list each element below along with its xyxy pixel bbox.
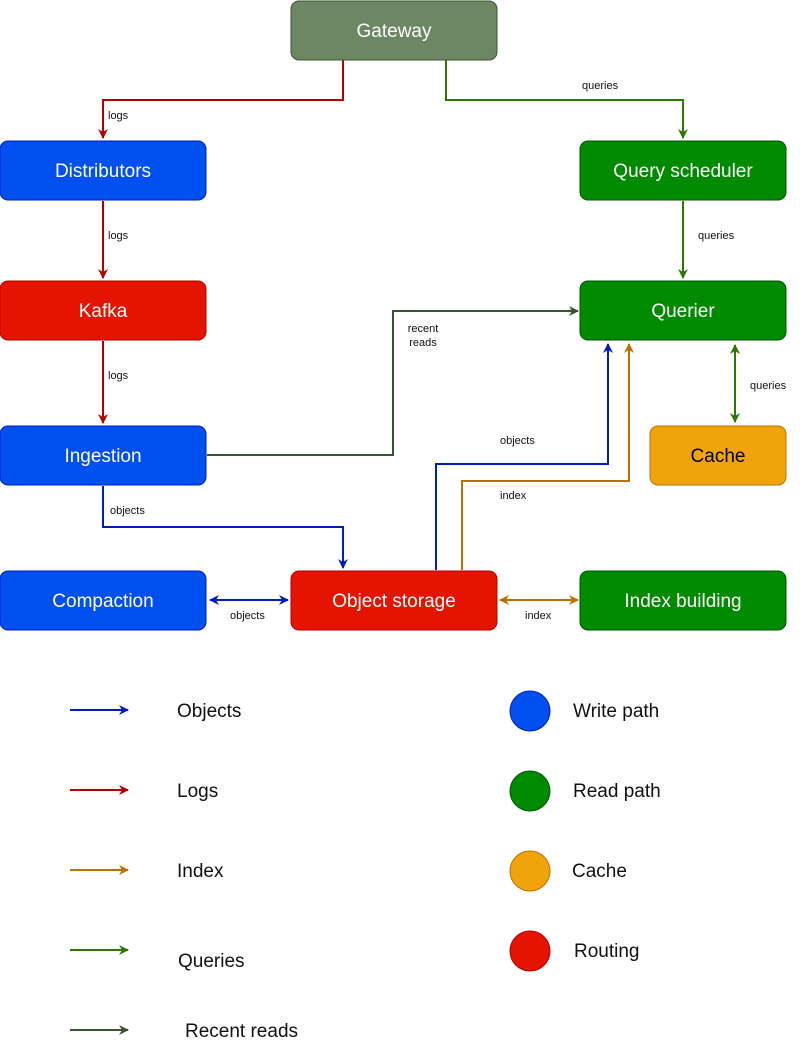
node-cache: Cache <box>649 425 787 486</box>
legend-write-path-dot <box>509 690 551 732</box>
node-compaction: Compaction <box>0 570 207 631</box>
node-distributors-label: Distributors <box>55 161 151 182</box>
edge-label-object-storage-index-building: index <box>525 610 552 622</box>
edge-label-gateway-distributors: logs <box>108 110 129 122</box>
nodes: Gateway Distributors Query scheduler Kaf… <box>0 0 787 631</box>
legend: Objects Logs Index Queries Recent reads … <box>70 690 661 1042</box>
edge-label-recent-reads-line2: reads <box>409 337 437 349</box>
edge-gateway-query-scheduler <box>445 60 688 139</box>
legend-logs-label: Logs <box>177 781 218 802</box>
legend-cache-dot <box>509 850 551 892</box>
node-ingestion-label: Ingestion <box>64 446 141 467</box>
node-gateway-label: Gateway <box>357 21 432 42</box>
edge-ingestion-object-storage <box>102 486 348 569</box>
node-object-storage-label: Object storage <box>332 591 456 612</box>
edge-label-ingestion-object-storage: objects <box>110 505 145 517</box>
edge-label-kafka-ingestion: logs <box>108 370 129 382</box>
legend-write-path-label: Write path <box>573 701 659 722</box>
edge-labels: logs queries logs queries logs recent re… <box>105 77 792 622</box>
edge-label-query-scheduler-querier: queries <box>698 230 735 242</box>
edge-label-distributors-kafka: logs <box>108 230 129 242</box>
edge-label-gateway-query-scheduler: queries <box>582 80 619 92</box>
node-ingestion: Ingestion <box>0 425 207 486</box>
legend-routing-dot <box>509 930 551 972</box>
edge-storage-querier-index <box>461 343 634 570</box>
legend-objects-label: Objects <box>177 701 241 722</box>
node-kafka-label: Kafka <box>79 301 128 322</box>
node-kafka: Kafka <box>0 280 207 341</box>
legend-read-path-dot <box>509 770 551 812</box>
node-query-scheduler-label: Query scheduler <box>613 161 753 182</box>
node-object-storage: Object storage <box>290 570 498 631</box>
edge-label-recent-reads-line1: recent <box>408 323 439 335</box>
legend-index-label: Index <box>177 861 224 882</box>
legend-queries-label: Queries <box>178 951 245 972</box>
edge-label-compaction-object-storage: objects <box>230 610 265 622</box>
edge-storage-querier-objects <box>435 343 613 570</box>
edge-ingestion-querier-recent-reads <box>207 306 579 456</box>
node-querier: Querier <box>579 280 787 341</box>
node-compaction-label: Compaction <box>52 591 153 612</box>
node-index-building: Index building <box>579 570 787 631</box>
legend-arrows <box>70 705 129 1035</box>
edge-label-storage-querier-index: index <box>500 490 527 502</box>
node-distributors: Distributors <box>0 140 207 201</box>
node-cache-label: Cache <box>691 446 746 467</box>
node-index-building-label: Index building <box>624 591 741 612</box>
node-query-scheduler: Query scheduler <box>579 140 787 201</box>
edge-label-querier-cache: queries <box>750 380 787 392</box>
edge-label-storage-querier-objects: objects <box>500 435 535 447</box>
legend-cache-label: Cache <box>572 861 627 882</box>
node-gateway: Gateway <box>290 0 498 61</box>
edges <box>98 60 740 605</box>
node-querier-label: Querier <box>651 301 715 322</box>
legend-routing-label: Routing <box>574 941 640 962</box>
legend-read-path-label: Read path <box>573 781 661 802</box>
edge-gateway-distributors <box>98 60 344 139</box>
legend-recent-reads-label: Recent reads <box>185 1021 298 1042</box>
